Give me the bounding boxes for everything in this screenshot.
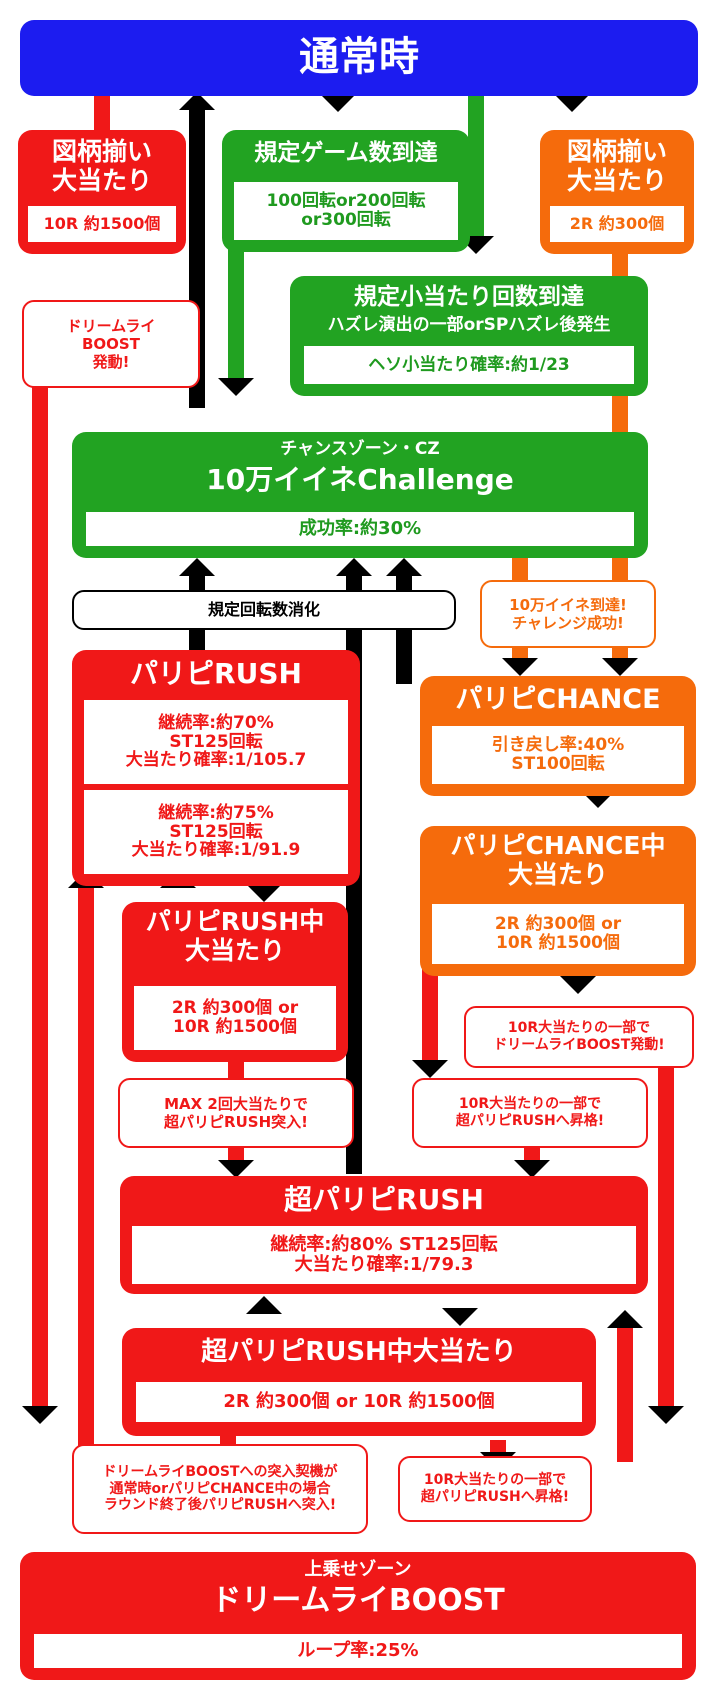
- small-hit-subtitle: ハズレ演出の一部orSPハズレ後発生: [327, 315, 611, 335]
- paripi-rush-title: パリピRUSH: [130, 657, 302, 690]
- paripi-rush-mode-1: 継続率:約70%ST125回転大当たり確率:1/105.7: [84, 700, 348, 784]
- game-count-title: 規定ゲーム数到達: [254, 140, 438, 166]
- arrow-shaft: [422, 964, 438, 1064]
- super-rush-detail: 継続率:約80% ST125回転大当たり確率:1/79.3: [132, 1226, 636, 1284]
- boost-entry-note: ドリームライBOOSTへの突入契機が通常時orパリピCHANCE中の場合ラウンド…: [72, 1444, 368, 1534]
- arrow-shaft: [617, 1326, 633, 1462]
- paripi-rush-box: パリピRUSH 継続率:約70%ST125回転大当たり確率:1/105.7 継続…: [72, 650, 360, 886]
- arrow-head-down: [442, 1308, 478, 1326]
- arrow-head-down: [22, 1406, 58, 1424]
- paripi-chance-detail: 引き戻し率:40%ST100回転: [432, 726, 684, 784]
- arrow-head-down: [246, 884, 282, 902]
- super-upgrade-note: 10R大当たりの一部で超パリピRUSHへ昇格!: [398, 1456, 592, 1522]
- arrow-shaft: [78, 886, 94, 1456]
- arrow-shaft: [32, 340, 48, 1410]
- arrow-head-down: [648, 1406, 684, 1424]
- arrow-head-up: [607, 1310, 643, 1328]
- chance-zone-detail: 成功率:約30%: [86, 512, 634, 546]
- spin-count-note: 規定回転数消化: [72, 590, 456, 630]
- chance-zone-title: 10万イイネChallenge: [206, 463, 514, 496]
- super-rush-jackpot-box: 超パリピRUSH中大当たり 2R 約300個 or 10R 約1500個: [122, 1328, 596, 1436]
- small-hit-box: 規定小当たり回数到達 ハズレ演出の一部orSPハズレ後発生 ヘソ小当たり確率:約…: [290, 276, 648, 396]
- arrow-head-down: [502, 658, 538, 676]
- arrow-head-down: [218, 378, 254, 396]
- arrow-head-down: [412, 1060, 448, 1078]
- small-hit-title: 規定小当たり回数到達: [354, 284, 584, 310]
- arrow-head-down: [602, 658, 638, 676]
- chance-zone-box: チャンスゾーン・CZ 10万イイネChallenge 成功率:約30%: [72, 432, 648, 558]
- paripi-chance-title: パリピCHANCE: [455, 684, 661, 715]
- right-jackpot-payout: 2R 約300個: [550, 206, 684, 242]
- arrow-shaft: [228, 220, 244, 380]
- cz-success-note: 10万イイネ到達!チャレンジ成功!: [480, 580, 656, 648]
- left-jackpot-box: 図柄揃い大当たり 10R 約1500個: [18, 130, 186, 254]
- arrow-head-down: [218, 1160, 254, 1178]
- super-rush-title: 超パリピRUSH: [284, 1183, 484, 1216]
- normal-state-title: 通常時: [299, 34, 419, 80]
- paripi-rush-mode-2: 継続率:約75%ST125回転大当たり確率:1/91.9: [84, 790, 348, 874]
- dream-boost-title: ドリームライBOOST: [211, 1583, 505, 1618]
- dream-boost-box: 上乗せゾーン ドリームライBOOST ループ率:25%: [20, 1552, 696, 1680]
- arrow-head-down: [320, 94, 356, 112]
- normal-state-box: 通常時: [20, 20, 698, 96]
- arrow-head-up: [179, 558, 215, 576]
- paripi-chance-box: パリピCHANCE 引き戻し率:40%ST100回転: [420, 676, 696, 796]
- chance-zone-subtitle: チャンスゾーン・CZ: [280, 439, 440, 459]
- arrow-head-up: [336, 558, 372, 576]
- arrow-head-down: [560, 976, 596, 994]
- super-rush-jackpot-detail: 2R 約300個 or 10R 約1500個: [136, 1382, 582, 1422]
- dream-boost-detail: ループ率:25%: [34, 1634, 682, 1668]
- arrow-head-up: [179, 92, 215, 110]
- right-jackpot-title: 図柄揃い大当たり: [566, 137, 667, 195]
- super-rush-box: 超パリピRUSH 継続率:約80% ST125回転大当たり確率:1/79.3: [120, 1176, 648, 1294]
- left-jackpot-payout: 10R 約1500個: [28, 206, 176, 242]
- left-jackpot-title: 図柄揃い大当たり: [51, 137, 152, 195]
- chance-boost-note: 10R大当たりの一部でドリームライBOOST発動!: [464, 1006, 694, 1068]
- arrow-shaft: [468, 80, 484, 236]
- small-hit-detail: ヘソ小当たり確率:約1/23: [304, 346, 634, 384]
- arrow-head-up: [246, 1296, 282, 1314]
- chance-upgrade-note: 10R大当たりの一部で超パリピRUSHへ昇格!: [412, 1078, 648, 1148]
- arrow-head-down: [514, 1160, 550, 1178]
- arrow-head-down: [554, 94, 590, 112]
- dream-boost-subtitle: 上乗せゾーン: [304, 1559, 412, 1580]
- super-rush-jackpot-title: 超パリピRUSH中大当たり: [201, 1337, 517, 1367]
- rush-jackpot-title: パリピRUSH中大当たり: [145, 907, 325, 965]
- right-jackpot-box: 図柄揃い大当たり 2R 約300個: [540, 130, 694, 254]
- arrow-head-up: [386, 558, 422, 576]
- max-jackpot-note: MAX 2回大当たりで超パリピRUSH突入!: [118, 1078, 354, 1148]
- chance-jackpot-title: パリピCHANCE中大当たり: [450, 831, 666, 889]
- arrow-shaft: [658, 1048, 674, 1410]
